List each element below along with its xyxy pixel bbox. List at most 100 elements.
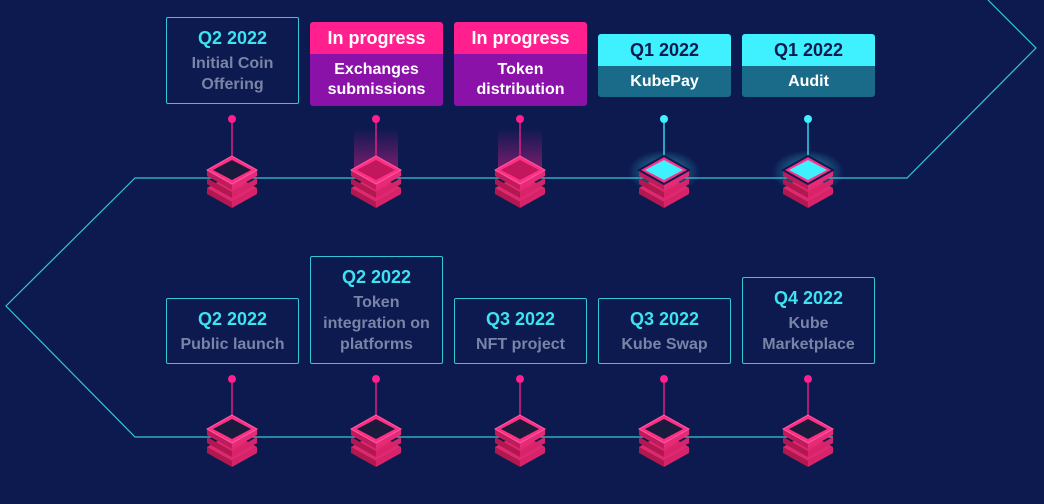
cube-top-face — [213, 160, 251, 180]
milestone-card-kube-swap: Q3 2022 Kube Swap — [598, 298, 731, 364]
cube-side-left — [207, 447, 232, 467]
cube-top-side-right — [376, 170, 401, 190]
cube-side-left — [495, 437, 520, 457]
milestone-card-kubepay: Q1 2022 KubePay — [598, 34, 731, 97]
node-pin-dot — [804, 375, 812, 383]
milestone-title: Public launch — [180, 335, 285, 353]
milestone-title: NFT project — [476, 335, 565, 353]
milestone-date: Q3 2022 — [485, 308, 556, 329]
milestone-date: Q1 2022 — [742, 34, 875, 66]
cube-top-face — [645, 160, 683, 180]
milestone-card-token-distribution: In progress Token distribution — [454, 22, 587, 106]
milestone-title: Token integration on platforms — [323, 293, 430, 353]
cube-side-right — [520, 437, 545, 457]
cube-top-face — [501, 160, 539, 180]
cube-top-face — [357, 419, 395, 439]
cube-side-left — [351, 447, 376, 467]
milestone-title: Audit — [742, 66, 875, 97]
cube-side-left — [495, 188, 520, 208]
cube-side-right — [232, 437, 257, 457]
cube-side-right — [376, 447, 401, 467]
node-pin-dot — [372, 375, 380, 383]
cube-top-side-right — [664, 429, 689, 449]
milestone-title: KubePay — [598, 66, 731, 97]
cube-side-right — [520, 188, 545, 208]
milestone-date: Q1 2022 — [598, 34, 731, 66]
cube-side-right — [664, 178, 689, 198]
cube-side-right — [808, 178, 833, 198]
cube-top-side-right — [376, 429, 401, 449]
cube-top-side-left — [783, 170, 808, 190]
cube-side-right — [376, 437, 401, 457]
cube-top-side-right — [232, 170, 257, 190]
cube-top-side-left — [351, 170, 376, 190]
milestone-card-audit: Q1 2022 Audit — [742, 34, 875, 97]
node-pin-dot — [660, 375, 668, 383]
cube-side-left — [783, 437, 808, 457]
milestone-title: Initial Coin Offering — [191, 54, 274, 93]
cube-side-right — [520, 447, 545, 467]
milestone-date: Q2 2022 — [197, 308, 268, 329]
node-pin-dot — [372, 115, 380, 123]
node-pin-dot — [228, 115, 236, 123]
cube-top-side-left — [351, 429, 376, 449]
cube-top-side-right — [808, 429, 833, 449]
cube-side-right — [664, 188, 689, 208]
cube-side-left — [639, 188, 664, 208]
cube-side-right — [376, 188, 401, 208]
milestone-title: Token distribution — [454, 54, 587, 106]
cube-side-right — [232, 178, 257, 198]
cube-top-side-left — [207, 429, 232, 449]
milestone-status-badge: In progress — [454, 22, 587, 54]
cube-top-face — [357, 160, 395, 180]
cube-top-face — [789, 160, 827, 180]
cube-top-side-left — [783, 429, 808, 449]
milestone-title: Kube Swap — [621, 335, 708, 353]
cube-top-face — [789, 419, 827, 439]
cube-top-side-right — [520, 429, 545, 449]
cube-side-left — [783, 188, 808, 208]
cube-side-left — [495, 178, 520, 198]
milestone-card-kube-marketplace: Q4 2022 Kube Marketplace — [742, 277, 875, 364]
milestone-card-initial-coin-offering: Q2 2022 Initial Coin Offering — [166, 17, 299, 104]
cube-side-left — [783, 178, 808, 198]
node-pin-dot — [228, 375, 236, 383]
cube-side-left — [207, 437, 232, 457]
node-pin-dot — [516, 115, 524, 123]
milestone-card-nft-project: Q3 2022 NFT project — [454, 298, 587, 364]
cube-side-right — [664, 437, 689, 457]
cube-side-right — [232, 447, 257, 467]
cube-top-face — [645, 419, 683, 439]
cube-side-left — [639, 447, 664, 467]
cube-top-side-right — [232, 429, 257, 449]
cube-side-left — [639, 437, 664, 457]
cube-side-right — [520, 178, 545, 198]
cube-top-side-left — [495, 429, 520, 449]
cube-side-right — [808, 447, 833, 467]
cube-side-left — [351, 178, 376, 198]
milestone-date: Q2 2022 — [197, 27, 268, 48]
cube-top-side-left — [495, 170, 520, 190]
cube-side-right — [808, 188, 833, 208]
cube-top-side-left — [639, 170, 664, 190]
cube-top-side-left — [639, 429, 664, 449]
milestone-card-token-integration: Q2 2022 Token integration on platforms — [310, 256, 443, 364]
milestone-card-exchanges-submissions: In progress Exchanges submissions — [310, 22, 443, 106]
cube-side-left — [639, 178, 664, 198]
cube-side-left — [783, 447, 808, 467]
cube-top-side-right — [808, 170, 833, 190]
cube-side-left — [351, 437, 376, 457]
cube-top-face — [501, 419, 539, 439]
cube-top-face — [213, 419, 251, 439]
cube-side-right — [808, 437, 833, 457]
milestone-card-public-launch: Q2 2022 Public launch — [166, 298, 299, 364]
milestone-date: Q2 2022 — [341, 266, 412, 287]
timeline-nodes — [205, 115, 844, 467]
cube-side-right — [232, 188, 257, 208]
milestone-title: Kube Marketplace — [762, 314, 855, 353]
cube-side-right — [664, 447, 689, 467]
cube-top-outline — [636, 154, 692, 186]
milestone-date: Q4 2022 — [773, 287, 844, 308]
cube-top-outline — [780, 154, 836, 186]
